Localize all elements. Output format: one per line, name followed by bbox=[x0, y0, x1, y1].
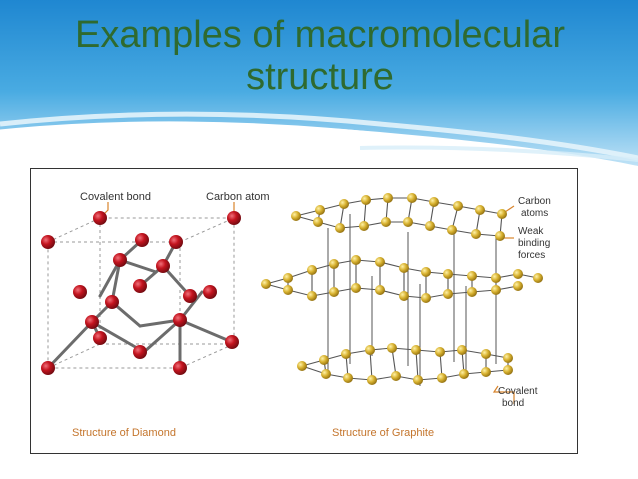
structures-diagram: Covalent bond Carbon atom Structure of D… bbox=[41, 191, 551, 439]
header-wave-background bbox=[0, 0, 638, 177]
diamond-carbon-atom-label: Carbon atom bbox=[206, 191, 270, 203]
graphite-covalent-bond-label-line-1: Covalent bbox=[498, 386, 538, 397]
graphite-weak-forces-label-line-1: Weak bbox=[518, 226, 544, 237]
diamond-caption: Structure of Diamond bbox=[72, 427, 176, 439]
diamond-carbon-atoms bbox=[41, 211, 241, 375]
graphite-covalent-bond-label-line-2: bond bbox=[502, 398, 524, 409]
graphite-carbon-atoms-label-line-1: Carbon bbox=[518, 196, 551, 207]
slide-title: Examples of macromolecular structure bbox=[20, 14, 620, 98]
figure-frame bbox=[30, 168, 578, 454]
graphite-structure: Carbon atoms Weak binding forces Covalen… bbox=[261, 193, 551, 439]
graphite-weak-binding-lines bbox=[327, 214, 497, 386]
title-line-1: Examples of macromolecular bbox=[75, 14, 565, 56]
title-line-2: structure bbox=[246, 56, 394, 98]
graphite-carbon-atoms bbox=[261, 193, 543, 385]
diamond-structure: Covalent bond Carbon atom Structure of D… bbox=[41, 191, 270, 439]
graphite-carbon-atoms-label-line-2: atoms bbox=[521, 208, 548, 219]
graphite-weak-forces-label-line-2: binding bbox=[518, 238, 550, 249]
graphite-caption: Structure of Graphite bbox=[332, 427, 434, 439]
diamond-label-leaders bbox=[99, 202, 235, 219]
diamond-covalent-bond-label: Covalent bond bbox=[80, 191, 151, 203]
graphite-weak-forces-label-line-3: forces bbox=[518, 250, 545, 261]
